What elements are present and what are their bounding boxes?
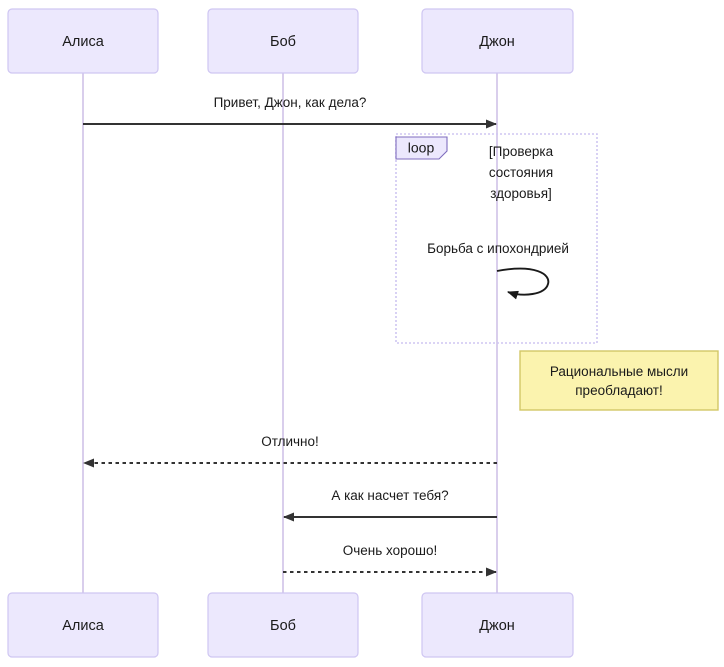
loop-tab-label: loop — [408, 140, 435, 156]
message-2[interactable]: Отлично! — [83, 434, 497, 468]
participant-box-alice-bottom[interactable] — [7, 592, 159, 658]
participant-top-john[interactable]: Джон — [421, 8, 574, 74]
note-line-1: Рациональные мысли — [550, 364, 688, 379]
message-1[interactable]: Привет, Джон, как дела? — [83, 95, 497, 129]
message-4[interactable]: Очень хорошо! — [283, 543, 497, 577]
loop-self-message-label: Борьба с ипохондрией — [427, 241, 569, 256]
participant-bottom-john[interactable]: Джон — [421, 592, 574, 658]
participant-box-bob-top[interactable] — [207, 8, 359, 74]
participant-top-bob[interactable]: Боб — [207, 8, 359, 74]
participant-bottom-alice[interactable]: Алиса — [7, 592, 159, 658]
message-4-label: Очень хорошо! — [343, 543, 438, 558]
participant-box-bob-bottom[interactable] — [207, 592, 359, 658]
lifelines-group — [82, 73, 498, 593]
loop-condition-line-1: [Проверка — [489, 144, 554, 159]
participant-label-bob-top: Боб — [270, 34, 296, 50]
participant-box-john-bottom[interactable] — [421, 592, 574, 658]
participant-box-alice-top[interactable] — [7, 8, 159, 74]
note-line-2: преобладают! — [575, 383, 663, 398]
loop-frame-border — [395, 133, 598, 344]
loop-tab-shape — [395, 136, 448, 160]
note-rational-thoughts[interactable]: Рациональные мысли преобладают! — [519, 350, 719, 411]
loop-condition-line-3: здоровья] — [490, 186, 552, 201]
message-3[interactable]: А как насчет тебя? — [283, 488, 497, 522]
participant-label-alice-bottom: Алиса — [62, 618, 104, 634]
participant-bottom-bob[interactable]: Боб — [207, 592, 359, 658]
message-1-label: Привет, Джон, как дела? — [214, 95, 367, 110]
self-loop-path — [496, 267, 550, 300]
participant-label-bob-bottom: Боб — [270, 618, 296, 634]
message-3-label: А как насчет тебя? — [331, 488, 448, 503]
message-2-label: Отлично! — [261, 434, 319, 449]
loop-fragment[interactable]: loop [Проверка состояния здоровья] Борьб… — [395, 133, 598, 344]
participant-label-alice-top: Алиса — [62, 34, 104, 50]
participant-label-john-top: Джон — [479, 34, 515, 50]
loop-condition-line-2: состояния — [489, 165, 553, 180]
self-loop-arrow[interactable] — [496, 267, 550, 300]
participant-label-john-bottom: Джон — [479, 618, 515, 634]
participant-box-john-top[interactable] — [421, 8, 574, 74]
participant-top-alice[interactable]: Алиса — [7, 8, 159, 74]
note-box[interactable] — [519, 350, 719, 411]
